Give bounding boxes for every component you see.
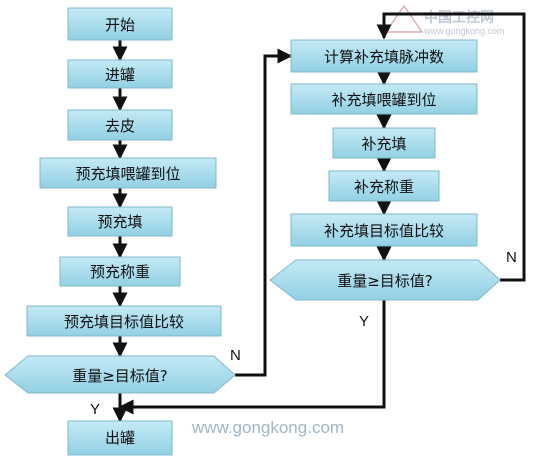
step-label: 补充填喂罐到位	[331, 91, 436, 109]
logo-title: 中国工控网	[424, 9, 494, 26]
step-box	[290, 83, 478, 115]
step-box	[290, 213, 478, 247]
step-box	[67, 59, 173, 89]
decision-label: 重量≥目标值?	[72, 367, 168, 385]
start-label: 开始	[105, 16, 135, 34]
right-column: 计算补充填脉冲数 补充填喂罐到位 补充填 补充称重 补充填目标值比较 重量≥目标…	[269, 39, 501, 301]
step-label: 预充填目标值比较	[64, 313, 184, 331]
left-yes-label: Y	[90, 401, 100, 418]
step-box	[332, 127, 436, 159]
logo-triangle-icon	[384, 4, 424, 33]
step-label: 去皮	[105, 117, 135, 135]
logo: 中国工控网 www.gongkong.com	[384, 4, 505, 36]
arrow-right-no-loop	[376, 12, 526, 282]
step-label: 补充填	[361, 135, 406, 153]
step-box	[67, 109, 173, 141]
arrow-right-yes-branch	[118, 300, 386, 415]
step-label: 计算补充填脉冲数	[324, 48, 444, 66]
step-label: 补充称重	[354, 178, 414, 196]
step-box	[67, 206, 173, 237]
step-box	[59, 256, 181, 287]
logo-url: www.gongkong.com	[423, 26, 505, 36]
step-box	[290, 39, 478, 73]
right-yes-label: Y	[359, 313, 369, 330]
decision-hexagon	[4, 355, 236, 394]
step-label: 进罐	[105, 66, 135, 84]
decision-label: 重量≥目标值?	[337, 272, 433, 290]
step-label: 预充填喂罐到位	[75, 165, 180, 183]
step-label: 补充填目标值比较	[324, 222, 444, 240]
step-box	[328, 170, 440, 202]
step-box	[26, 305, 222, 337]
arrow-left-no-branch	[235, 48, 293, 377]
decision-hexagon	[269, 259, 501, 301]
step-label: 预充填	[97, 213, 142, 231]
end-box	[67, 420, 173, 456]
watermark-text: www.gongkong.com	[191, 418, 344, 437]
right-no-label: N	[506, 249, 517, 266]
end-label: 出罐	[105, 429, 135, 447]
start-box	[67, 7, 173, 41]
left-column: 开始 进罐 去皮 预充填喂罐到位 预充填 预充称重 预充填目标值比较 重量≥目标…	[4, 7, 236, 456]
left-no-label: N	[230, 347, 241, 364]
step-label: 预充称重	[90, 263, 150, 281]
step-box	[39, 157, 217, 189]
